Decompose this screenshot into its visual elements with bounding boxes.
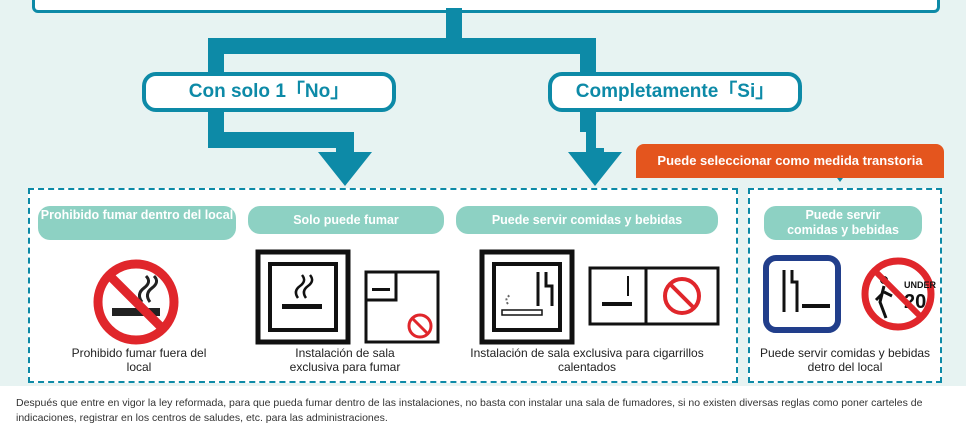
right-arrow <box>568 100 622 186</box>
left-arrow <box>208 100 372 186</box>
transitional-banner-text: Puede seleccionar como medida transtoria <box>657 153 923 168</box>
caption-smoking-room-text: Instalación de sala exclusiva para fumar <box>289 346 401 374</box>
caption-food-inside-text: Puede servir comidas y bebidas detro del… <box>759 346 931 374</box>
tag-food-drinks: Puede servir comidas y bebidas <box>456 206 718 234</box>
branch-no-box: Con solo 1「No」 <box>142 72 396 112</box>
heated-cigarette-room-icon <box>479 249 720 345</box>
no-smoking-icon <box>93 259 179 345</box>
branch-no-label: Con solo 1「No」 <box>188 81 350 102</box>
tag-smoking-only-label: Solo puede fumar <box>293 213 399 227</box>
caption-no-smoking-outside: Prohibido fumar fuera del local <box>64 346 214 374</box>
tag-food-drinks-transitional: Puede servir comidas y bebidas <box>764 206 922 240</box>
tag-no-smoking-inside: Prohibido fumar dentro del local <box>38 206 236 240</box>
caption-food-inside: Puede servir comidas y bebidas detro del… <box>756 346 934 374</box>
caption-no-smoking-outside-text: Prohibido fumar fuera del local <box>71 346 207 374</box>
branch-bar <box>208 38 596 54</box>
tag-no-smoking-inside-label: Prohibido fumar dentro del local <box>40 208 234 222</box>
under-text: UNDER <box>904 280 936 290</box>
tag-food-drinks-label: Puede servir comidas y bebidas <box>491 213 683 227</box>
branch-left-drop <box>208 38 224 72</box>
smoking-room-icon <box>255 249 440 345</box>
top-question-box <box>32 0 940 13</box>
branch-yes-box: Completamente「Si」 <box>548 72 802 112</box>
under-20-prohibited-icon: UNDER 20 <box>861 257 936 331</box>
tag-food-drinks-transitional-label: Puede servir comidas y bebidas <box>787 208 899 237</box>
transitional-banner: Puede seleccionar como medida transtoria <box>636 144 944 178</box>
footnote-text: Después que entre en vigor la ley reform… <box>16 397 923 424</box>
branch-yes-label: Completamente「Si」 <box>575 81 775 102</box>
footnote: Después que entre en vigor la ley reform… <box>16 396 951 426</box>
branch-right-drop <box>580 38 596 72</box>
food-and-smoking-icon <box>763 255 841 333</box>
tag-smoking-only: Solo puede fumar <box>248 206 444 234</box>
caption-heated-cig-room: Instalación de sala exclusiva para cigar… <box>462 346 712 374</box>
caption-heated-cig-room-text: Instalación de sala exclusiva para cigar… <box>470 346 704 374</box>
caption-smoking-room: Instalación de sala exclusiva para fumar <box>280 346 410 374</box>
